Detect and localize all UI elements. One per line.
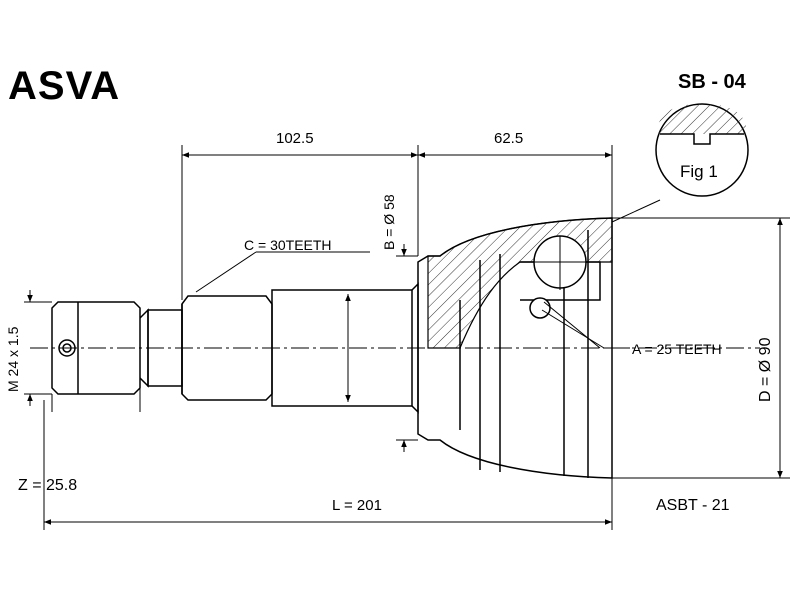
fig1-detail: [611, 103, 749, 223]
dim-total-length: L = 201: [332, 497, 382, 514]
ref-code: ASBT - 21: [656, 497, 730, 514]
part-number: SB - 04: [678, 71, 746, 93]
brand-logo: ASVA: [8, 64, 121, 108]
callout-c-teeth: C = 30TEETH: [244, 237, 332, 253]
dim-b-diameter: B = Ø 58: [381, 194, 397, 250]
callout-a-teeth: A = 25 TEETH: [632, 341, 722, 357]
dim-thread: M 24 x 1.5: [5, 326, 21, 392]
fig-label: Fig 1: [680, 162, 718, 181]
dim-right-length: 62.5: [494, 130, 524, 147]
dim-outer-diameter: D = Ø 90: [757, 337, 774, 402]
dim-left-length: 102.5: [276, 130, 314, 147]
dimension-lines: [24, 145, 790, 530]
dim-z: Z = 25.8: [18, 477, 78, 494]
